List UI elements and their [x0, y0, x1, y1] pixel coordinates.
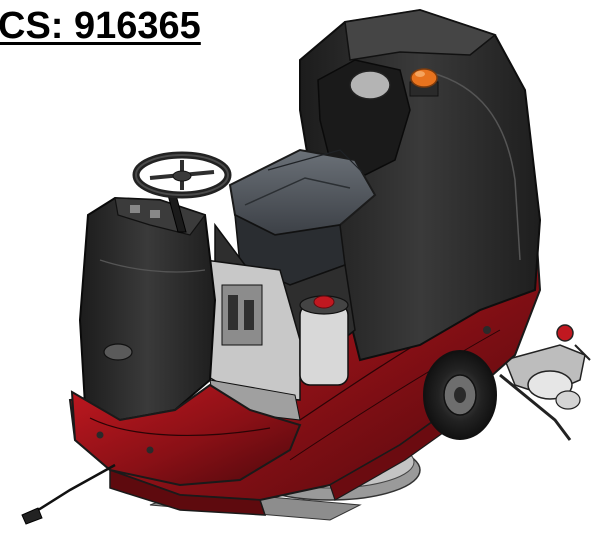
steering-wheel [132, 151, 232, 233]
document-code-title: CS: 916365 [0, 5, 201, 47]
squeegee-assembly [499, 324, 591, 441]
warning-beacon-icon [409, 68, 439, 97]
front-console [78, 196, 217, 422]
open-battery-compartment [204, 259, 301, 421]
power-cord [21, 463, 116, 525]
recovery-tank [299, 295, 349, 386]
rear-wheel [423, 350, 497, 440]
